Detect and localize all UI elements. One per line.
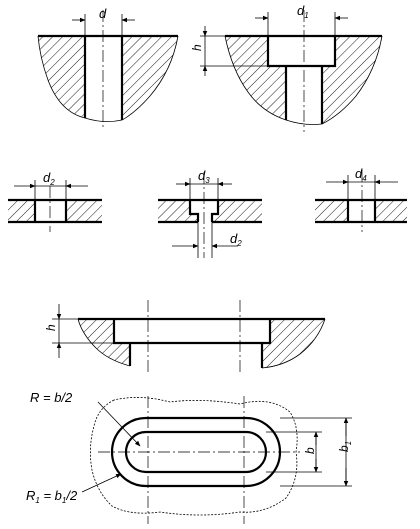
fig2-right-section <box>322 36 382 124</box>
fig4-stepped-hole: d3 d2 <box>158 168 262 258</box>
fig7-part-outline <box>90 397 298 516</box>
fig4-d2-label: d2 <box>230 231 242 248</box>
fig7-r1-label: R1 = b1/2 <box>26 488 78 505</box>
fig1-through-hole: d <box>37 6 179 130</box>
fig7-slot-plan: R = b/2 R1 = b1/2 b b1 <box>26 390 353 524</box>
fig3-plate-hole: d2 <box>8 170 102 232</box>
fig7-b1-label: b1 <box>337 441 353 452</box>
fig1-right-section <box>122 36 178 120</box>
fig4-d3-label: d3 <box>198 168 210 185</box>
fig2-left-section <box>225 36 286 120</box>
fig5-plate-hole: d4 <box>315 166 407 232</box>
fig3-d2-label: d2 <box>43 170 55 187</box>
fig1-left-section <box>38 36 85 118</box>
fig6-slot-section: h <box>44 300 326 375</box>
fig2-d1-label: d1 <box>297 3 309 20</box>
fig7-r-label: R = b/2 <box>30 390 73 405</box>
fig6-h-label: h <box>44 324 58 331</box>
fig5-d4-label: d4 <box>355 166 367 183</box>
fig2-h-label: h <box>190 44 204 51</box>
fig1-d-label: d <box>99 6 107 21</box>
fig2-counterbore: d1 h <box>190 3 383 132</box>
fig7-b-label: b <box>303 447 317 454</box>
